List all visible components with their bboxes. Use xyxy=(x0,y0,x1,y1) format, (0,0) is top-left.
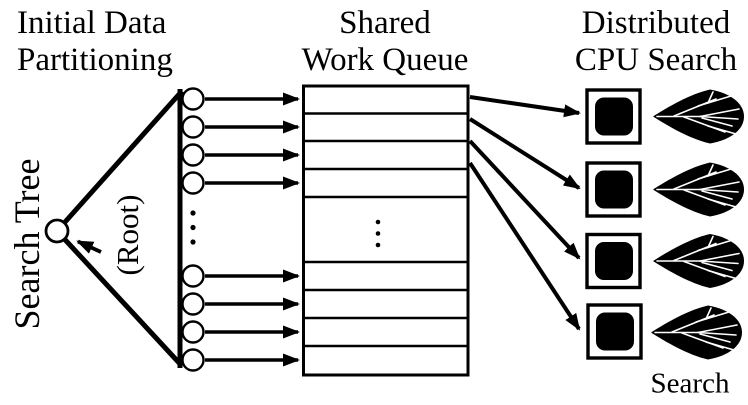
work-queue-figure xyxy=(302,84,470,377)
subtree-fan-icon xyxy=(652,88,745,145)
tree-leaf-node xyxy=(181,143,205,167)
search-tree-label: Search Tree xyxy=(7,158,47,330)
dispatch-arrow xyxy=(468,117,581,190)
search-bottom-label: Search xyxy=(650,367,730,400)
dispatch-arrow xyxy=(468,139,581,260)
tree-leaf-node xyxy=(181,320,205,344)
shared-work-queue-title: Shared Work Queue xyxy=(302,5,469,79)
tree-root-node xyxy=(44,218,70,244)
subtree-fan-icon xyxy=(652,161,745,218)
cpu-chip-icon xyxy=(586,303,643,360)
subtree-fan-icon xyxy=(652,233,745,289)
dispatch-arrows xyxy=(468,95,581,331)
title-line: Initial Data xyxy=(17,5,167,41)
dispatch-arrow xyxy=(468,161,581,331)
tree-ellipsis-dots xyxy=(190,210,196,245)
queue-slot-dividers xyxy=(303,112,468,348)
tree-leaf-nodes xyxy=(181,87,205,372)
root-label: (Root) xyxy=(110,194,145,276)
cpu-chip-icon xyxy=(585,161,642,218)
title-line: Shared xyxy=(339,5,431,41)
subtree-fan-icon xyxy=(650,304,743,361)
tree-leaf-node xyxy=(181,264,205,288)
title-line: CPU Search xyxy=(574,42,738,78)
subtree-fans xyxy=(650,88,745,361)
tree-leaf-node xyxy=(181,87,205,111)
title-line: Partitioning xyxy=(17,42,173,78)
partition-arrows xyxy=(205,92,300,367)
tree-leaf-node xyxy=(181,348,205,372)
queue-ellipsis-dots xyxy=(375,219,381,248)
tree-leaf-node xyxy=(181,292,205,316)
title-line: Distributed xyxy=(581,5,731,41)
initial-data-partitioning-title: Initial Data Partitioning xyxy=(17,5,173,79)
cpu-nodes xyxy=(585,88,643,360)
tree-leaf-node xyxy=(181,115,205,139)
tree-leaf-node xyxy=(181,171,205,195)
distributed-cpu-search-title: Distributed CPU Search xyxy=(575,5,737,79)
root-pointer-arrow xyxy=(76,239,102,254)
cpu-chip-icon xyxy=(585,232,642,290)
cpu-chip-icon xyxy=(585,88,642,145)
dispatch-arrow xyxy=(469,95,581,118)
title-line: Work Queue xyxy=(301,42,469,78)
